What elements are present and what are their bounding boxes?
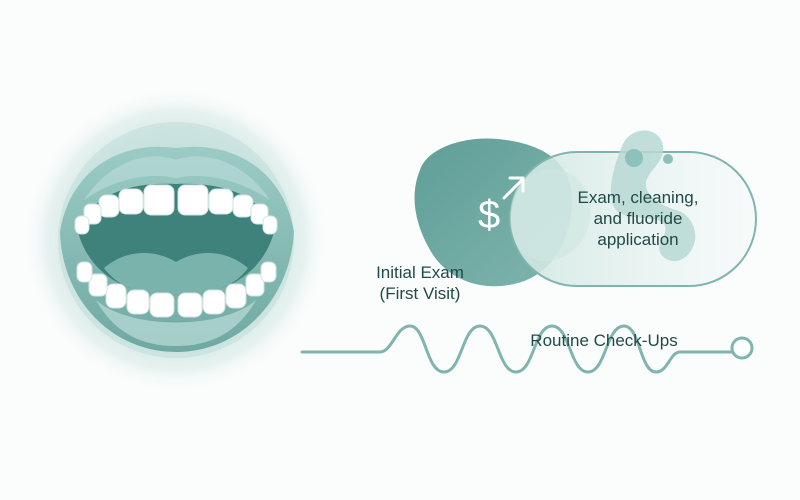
open-mouth-teeth-icon [24,88,328,392]
overlap-shape [510,169,591,262]
tooth [126,289,150,315]
service-line3: application [597,230,679,249]
initial-exam-label: Initial Exam (First Visit) [350,262,490,304]
tooth [177,184,209,216]
tooth [118,188,144,215]
service-line2: and fluoride [593,209,683,228]
tooth [225,283,247,309]
splash-dot [625,149,643,167]
circle-marker-icon [730,336,754,360]
routine-checkups-label: Routine Check-Ups [530,331,678,350]
initial-exam-line1: Initial Exam [376,263,464,282]
tooth [88,273,108,297]
tooth [260,261,277,283]
lower-teeth [76,261,277,318]
tongue [104,253,248,296]
tooth [245,273,265,297]
lower-lip-highlight [96,300,256,346]
service-label: Exam, cleaning, and fluoride application [568,187,708,250]
tooth [202,289,226,315]
tooth [143,184,175,216]
tooth [98,194,120,218]
routine-timeline-wave [300,324,734,374]
tooth [74,215,90,235]
upper-lip-highlight [84,156,270,200]
tooth [105,283,127,309]
tooth [208,188,234,215]
service-line1: Exam, cleaning, [577,188,699,207]
initial-exam-line2: (First Visit) [379,284,461,303]
dollar-up-arrow-icon: $ [478,176,525,237]
tooth [262,215,278,235]
tooth [177,292,203,318]
upper-teeth [74,184,278,235]
tooth [232,194,254,218]
tooth [149,292,175,318]
tooth [76,261,93,283]
splash-dot [663,154,673,164]
up-arrow [502,176,525,200]
dollar-sign: $ [478,193,500,237]
